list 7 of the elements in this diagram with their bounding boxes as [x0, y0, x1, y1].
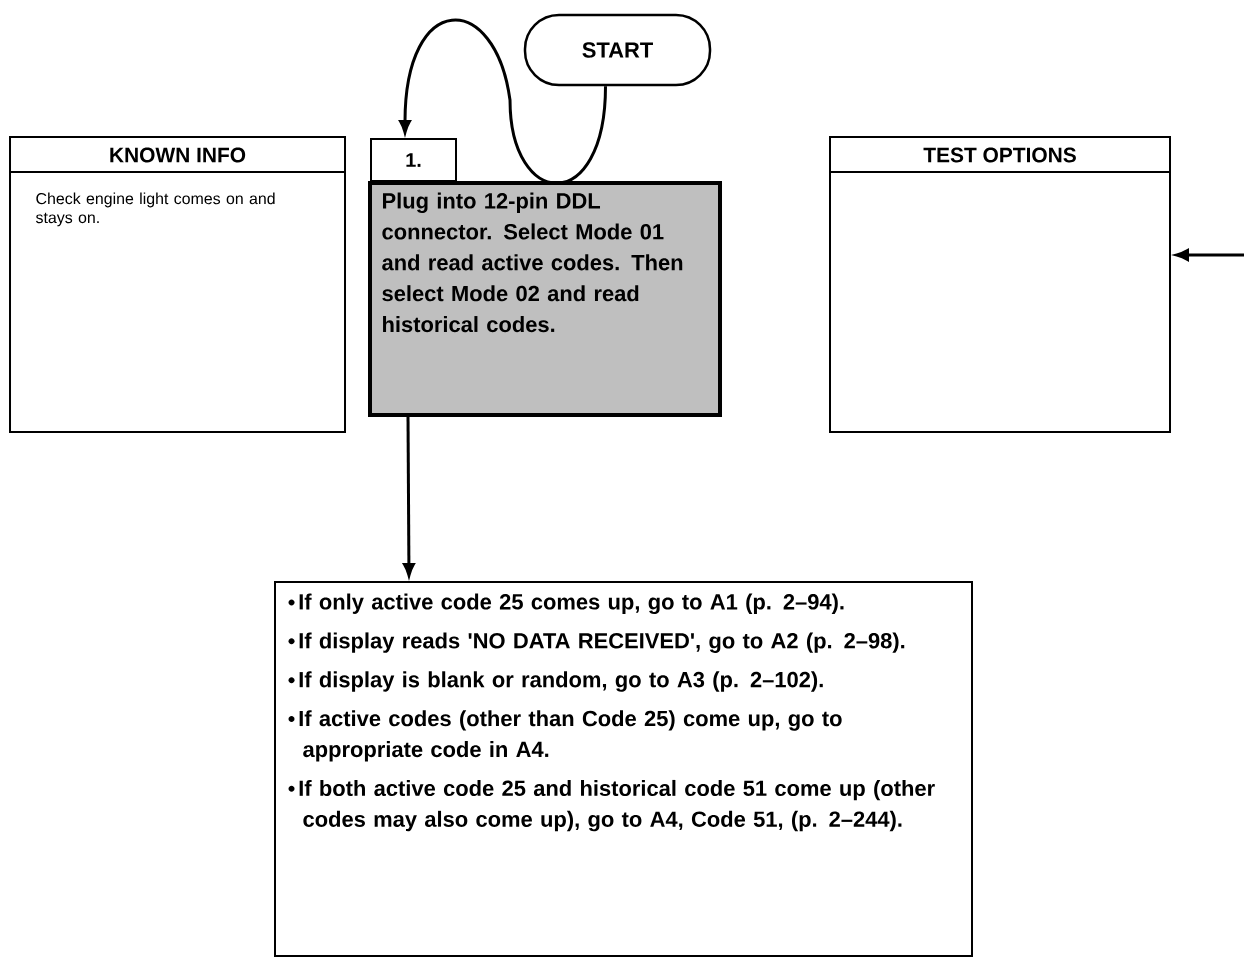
info-panel: KNOWN INFO Check engine light comes on and stays on. [9, 136, 346, 433]
node-label: 1. [406, 153, 421, 167]
start-terminal: START [523, 13, 712, 87]
arrow [399, 19, 607, 185]
info-panel: TEST OPTIONS [829, 136, 1171, 433]
result-box: If only active code 25 comes up, go to A1 (p. 2–94). If display reads 'NO DATA RECEIVED', go to A2 (p. 2–98). If display is blank or random, go to A3 (p. 2–102). If active codes (other than Code 25) come up, go to appropriate code in A4. If both active code 25 and historical code 51 come up (other codes may also come up), go to A4, Code 51, (p. 2–244). [274, 581, 973, 957]
step-box: 1. Plug into 12-pin DDL connector. Select Mode 01 and read active codes. Then select Mode 02 and read historical codes. [368, 138, 722, 417]
